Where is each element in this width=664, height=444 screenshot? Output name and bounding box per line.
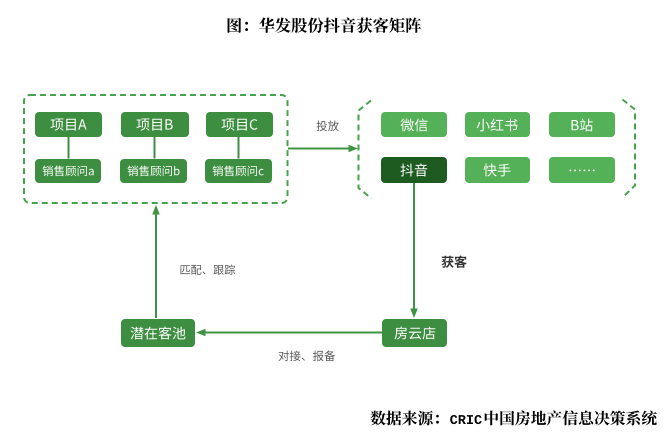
project-c-node-label-glyphs	[221, 118, 258, 131]
platform-xiaohongshu-node: 小红书	[464, 111, 530, 137]
flow-label-toufang: 投放	[315, 119, 340, 133]
platform-ellipsis-node: ……	[549, 157, 615, 183]
projects-group-container	[23, 94, 289, 204]
platform-bilibili-node-label-glyphs	[571, 118, 593, 131]
project-a-node: 项目A	[35, 111, 102, 137]
figure-source-note-glyphs	[370, 410, 657, 426]
flow-label-duijie: 对接、报备	[277, 349, 337, 363]
project-b-node: 项目B	[120, 111, 189, 137]
arrow-pipei-head	[152, 205, 160, 215]
consultant-a-node: 销售顾问a	[35, 158, 101, 183]
arrow-toufang-head	[348, 144, 358, 153]
platform-douyin-node: 抖音	[381, 157, 447, 183]
flow-label-pipei: 匹配、跟踪	[179, 263, 237, 276]
arrow-huoke-head	[410, 308, 418, 318]
fangyundian-node-label-glyphs	[394, 326, 435, 340]
flow-label-duijie-glyphs	[278, 350, 336, 362]
platform-wechat-node-label: 微信	[382, 113, 398, 121]
consultant-b-node-label-glyphs	[127, 165, 180, 177]
consultant-c-node-label-glyphs	[212, 165, 264, 177]
platform-wechat-node: 微信	[381, 111, 447, 137]
platform-douyin-node-label-glyphs	[400, 163, 428, 177]
project-b-node-label-glyphs	[136, 118, 173, 131]
qianzaikechi-node: 潜在客池	[121, 318, 195, 347]
qianzaikechi-node-label-glyphs	[130, 326, 186, 340]
matrix-bracket-left	[357, 99, 373, 200]
platform-kuaishou-node: 快手	[464, 157, 530, 183]
consultant-b-node: 销售顾问b	[120, 158, 187, 183]
platform-ellipsis-node-label-glyphs	[569, 169, 595, 171]
flow-label-toufang-glyphs	[316, 120, 339, 131]
figure-title: 图：华发股份抖音获客矩阵	[226, 16, 423, 34]
platform-kuaishou-node-label: 快手	[466, 158, 482, 166]
figure-source-note: 数据来源：CRIC中国房地产信息决策系统	[369, 409, 658, 427]
platform-bilibili-node-label: B站	[550, 113, 563, 121]
platform-wechat-node-label-glyphs	[400, 118, 428, 132]
matrix-bracket-right	[621, 98, 636, 199]
arrow-duijie-head	[196, 328, 206, 337]
project-a-node-label-glyphs	[50, 118, 87, 131]
platform-kuaishou-node-label-glyphs	[483, 163, 511, 177]
project-c-node: 项目C	[206, 111, 273, 137]
platform-bilibili-node: B站	[549, 111, 615, 137]
consultant-a-node-label-glyphs	[42, 165, 94, 177]
consultant-c-node: 销售顾问c	[205, 158, 272, 183]
platform-douyin-node-label: 抖音	[382, 158, 398, 166]
flow-label-huoke-glyphs	[441, 255, 467, 268]
platform-ellipsis-node-label: ……	[550, 158, 566, 166]
fangyundian-node: 房云店	[382, 318, 447, 347]
flow-label-pipei-glyphs	[180, 263, 235, 275]
figure-title-glyphs	[227, 17, 422, 33]
flow-label-huoke: 获客	[440, 254, 468, 269]
platform-xiaohongshu-node-label-glyphs	[476, 118, 518, 131]
